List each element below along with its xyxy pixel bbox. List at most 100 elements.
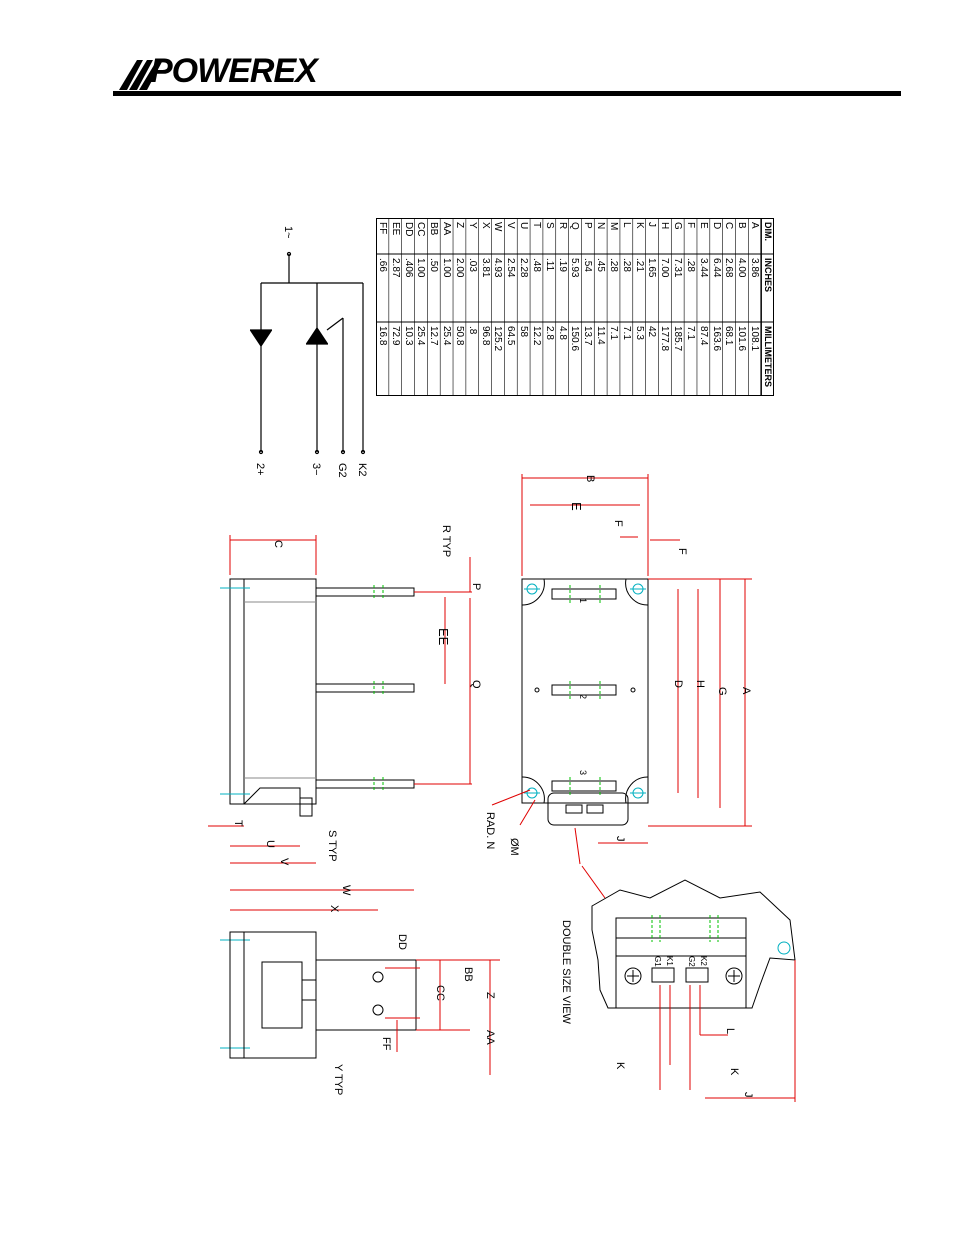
table-cell: 3.86: [749, 258, 761, 278]
table-cell: E: [697, 222, 709, 229]
logo-mark: [119, 60, 163, 90]
table-cell: S: [543, 222, 555, 229]
dim-label-aa: AA: [484, 1030, 496, 1045]
table-cell: 108.1: [749, 326, 761, 352]
table-cell: 1.00: [415, 258, 427, 278]
dim-label-z: Z: [484, 992, 496, 999]
side-view-top: [229, 578, 415, 817]
table-cell: J: [646, 222, 658, 227]
table-cell: 3.44: [697, 258, 709, 278]
dim-label-ff: FF: [380, 1037, 392, 1051]
table-cell: .03: [466, 258, 478, 272]
dimension-lines: [208, 474, 796, 1102]
table-cell: Q: [569, 222, 581, 230]
table-cell: 125.2: [492, 326, 504, 352]
table-cell: 163.6: [710, 326, 722, 352]
detail-pin-g2: G2: [687, 956, 696, 967]
table-cell: 58: [518, 326, 530, 338]
table-cell: .19: [556, 258, 568, 272]
dim-label-h: H: [694, 680, 706, 688]
table-cell: V: [505, 222, 517, 229]
table-cell: L: [620, 222, 632, 228]
table-cell: EE: [389, 222, 401, 236]
table-cell: 3.81: [479, 258, 491, 278]
dim-label-cc: CC: [434, 985, 446, 1001]
table-cell: 4.8: [556, 326, 568, 340]
table-cell: 1.65: [646, 258, 658, 278]
table-cell: .50: [428, 258, 440, 272]
table-cell: 7.31: [672, 258, 684, 278]
dim-label-b: B: [584, 475, 596, 483]
table-cell: 96.8: [479, 326, 491, 346]
dim-label-v: V: [278, 858, 290, 866]
detail-pin-g1: G1: [653, 956, 662, 967]
table-cell: B: [736, 222, 748, 229]
terminal-2-label: 2+: [254, 463, 266, 476]
detail-pin-k1: K1: [665, 956, 674, 966]
circuit-schematic: [249, 251, 366, 455]
table-cell: 2.68: [723, 258, 735, 278]
pin-1-label: 1: [578, 598, 588, 604]
table-cell: 7.1: [684, 326, 696, 340]
dim-label-q: Q: [470, 680, 482, 689]
pin-3-label: 3: [578, 770, 588, 776]
table-cell: 5.3: [633, 326, 645, 340]
table-cell: 101.6: [736, 326, 748, 352]
table-cell: 1.00: [441, 258, 453, 278]
dim-label-bb: BB: [462, 967, 474, 982]
table-cell: 7.1: [620, 326, 632, 340]
pin-2-label: 2: [578, 694, 588, 700]
table-cell: K: [633, 222, 645, 229]
table-cell: .28: [684, 258, 696, 272]
table-cell: 6.44: [710, 258, 722, 278]
logo-text: POWEREX: [150, 52, 318, 90]
table-cell: 87.4: [697, 326, 709, 346]
table-cell: C: [723, 222, 735, 230]
dim-label-p: P: [470, 583, 482, 591]
dim-label-k-left: K: [614, 1062, 626, 1070]
table-cell: 25.4: [415, 326, 427, 346]
dim-label-j-small: J: [614, 836, 626, 842]
table-cell: H: [659, 222, 671, 230]
end-view: [229, 931, 417, 1059]
table-cell: .54: [582, 258, 594, 272]
table-cell: P: [582, 222, 594, 229]
table-cell: DD: [402, 222, 414, 237]
table-cell: Z: [453, 222, 465, 229]
table-cell: 64.5: [505, 326, 517, 346]
table-header-cell: MILLIMETERS: [763, 326, 773, 387]
table-cell: G: [672, 222, 684, 230]
header-rule: [113, 91, 901, 96]
table-cell: 16.8: [376, 326, 388, 346]
terminal-1-label: 1~: [282, 226, 294, 239]
table-cell: .66: [376, 258, 388, 272]
table-cell: 50.8: [453, 326, 465, 346]
dim-label-dd: DD: [396, 934, 408, 950]
table-cell: 177.8: [659, 326, 671, 352]
dim-label-c: C: [272, 540, 284, 548]
detail-pin-k2: K2: [699, 956, 708, 966]
rad-n-label: RAD. N: [484, 812, 496, 850]
detail-view: [591, 879, 796, 1009]
table-cell: .28: [620, 258, 632, 272]
table-cell: 68.1: [723, 326, 735, 346]
dimension-table: [376, 218, 774, 396]
table-cell: 185.7: [672, 326, 684, 352]
dim-label-ee: EE: [436, 628, 451, 646]
detail-caption: DOUBLE SIZE VIEW: [560, 920, 572, 1024]
dim-label-j-detail: J: [742, 1092, 754, 1098]
table-cell: .45: [595, 258, 607, 272]
table-header-cell: DIM.: [763, 222, 773, 241]
table-cell: M: [607, 222, 619, 231]
table-cell: 11.4: [595, 326, 607, 345]
dim-label-l: L: [724, 1028, 736, 1035]
table-cell: R: [556, 222, 568, 230]
dim-label-a: A: [740, 687, 752, 695]
table-cell: 12.7: [428, 326, 440, 346]
table-cell: .28: [607, 258, 619, 272]
table-cell: .11: [543, 258, 555, 272]
table-cell: A: [749, 222, 761, 229]
table-cell: .48: [530, 258, 542, 272]
table-cell: U: [518, 222, 530, 230]
dim-label-d: D: [672, 680, 684, 688]
